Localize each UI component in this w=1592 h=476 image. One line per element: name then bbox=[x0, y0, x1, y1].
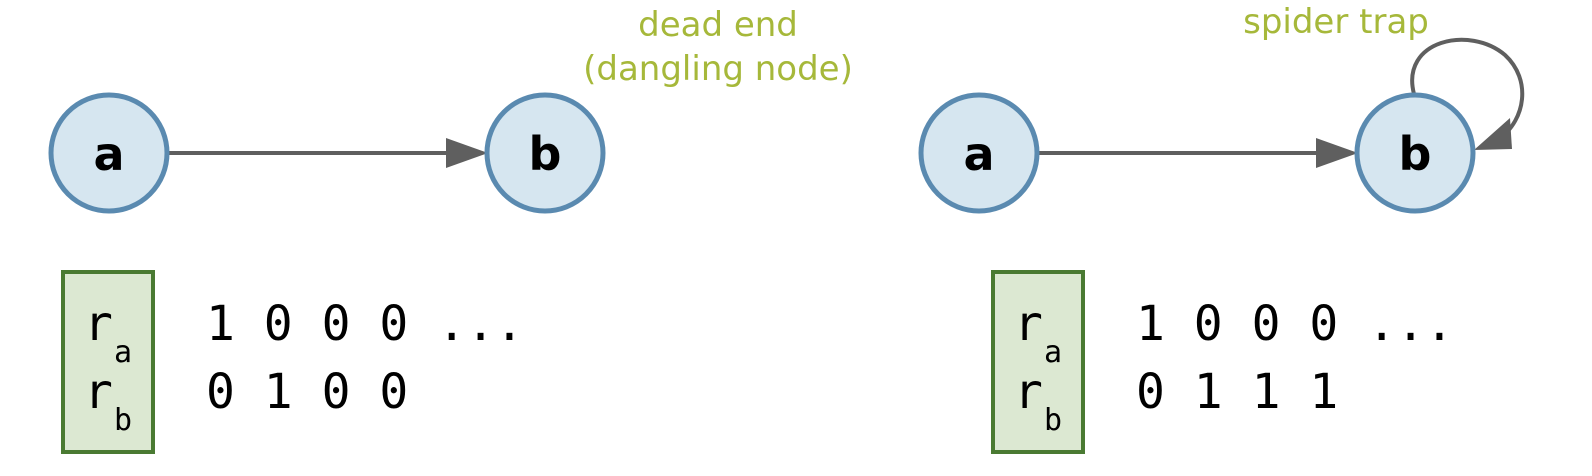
dead-end-annotation: dead end bbox=[638, 5, 798, 45]
right-rank-sub-a: a bbox=[1044, 335, 1062, 370]
right-rank-box bbox=[991, 270, 1085, 454]
right-self-loop-arrowhead bbox=[1474, 118, 1512, 150]
left-node-b: b bbox=[484, 92, 606, 214]
spider-trap-annotation: spider trap bbox=[1243, 2, 1429, 42]
left-node-a-label: a bbox=[93, 127, 124, 181]
right-node-a-label: a bbox=[963, 127, 994, 181]
left-node-b-label: b bbox=[529, 127, 562, 181]
right-node-b: b bbox=[1354, 92, 1476, 214]
right-panel: a b spider trap r a r b 1 0 0 0 ... 0 1 … bbox=[918, 2, 1525, 454]
left-rank-sub-a: a bbox=[114, 335, 132, 370]
right-rank-label-b: r bbox=[1014, 364, 1043, 420]
right-self-loop bbox=[1410, 37, 1525, 140]
left-row-b-values: 0 1 0 0 bbox=[206, 364, 408, 420]
right-row-a-values: 1 0 0 0 ... bbox=[1136, 296, 1454, 352]
left-edge-arrowhead bbox=[446, 138, 488, 168]
left-node-a: a bbox=[48, 92, 170, 214]
dangling-node-annotation: (dangling node) bbox=[583, 49, 853, 89]
right-node-a: a bbox=[918, 92, 1040, 214]
left-rank-label-a: r bbox=[84, 296, 113, 352]
right-node-b-label: b bbox=[1399, 127, 1432, 181]
left-panel: a b dead end (dangling node) r a r b 1 0… bbox=[48, 5, 853, 454]
left-rank-label-b: r bbox=[84, 364, 113, 420]
right-rank-label-a: r bbox=[1014, 296, 1043, 352]
right-edge-arrowhead bbox=[1316, 138, 1358, 168]
left-rank-sub-b: b bbox=[114, 403, 132, 438]
left-rank-box bbox=[61, 270, 155, 454]
right-rank-sub-b: b bbox=[1044, 403, 1062, 438]
right-row-b-values: 0 1 1 1 bbox=[1136, 364, 1338, 420]
left-row-a-values: 1 0 0 0 ... bbox=[206, 296, 524, 352]
